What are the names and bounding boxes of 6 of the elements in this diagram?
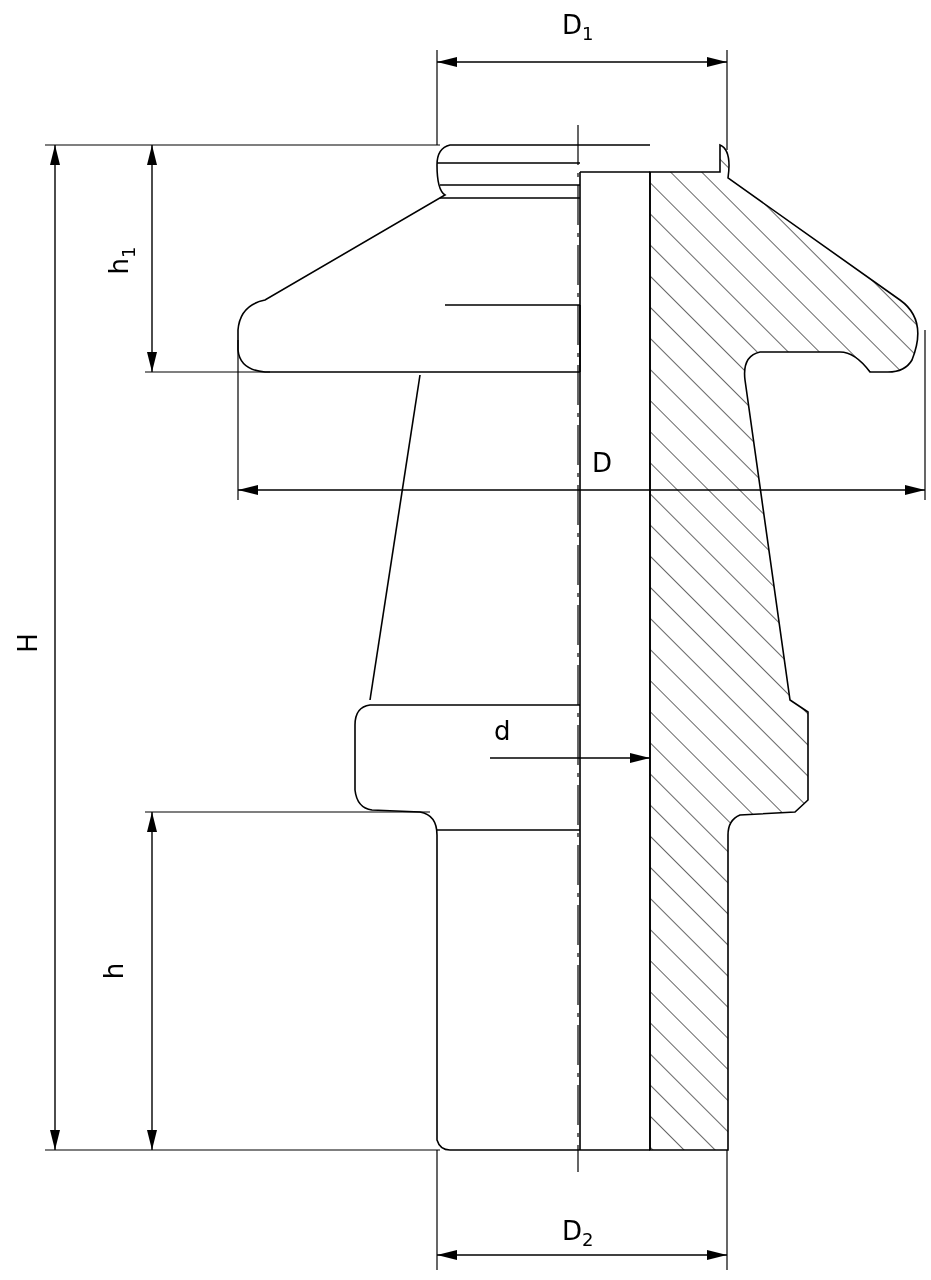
- dimension-label: d: [494, 718, 511, 744]
- dimension-label: D$_{1}$: [562, 12, 594, 44]
- dimension-label: h: [101, 962, 128, 980]
- dimension-label: D$_{2}$: [562, 1218, 594, 1250]
- dimension-label: H: [14, 633, 41, 653]
- dimension-label: D: [592, 450, 613, 476]
